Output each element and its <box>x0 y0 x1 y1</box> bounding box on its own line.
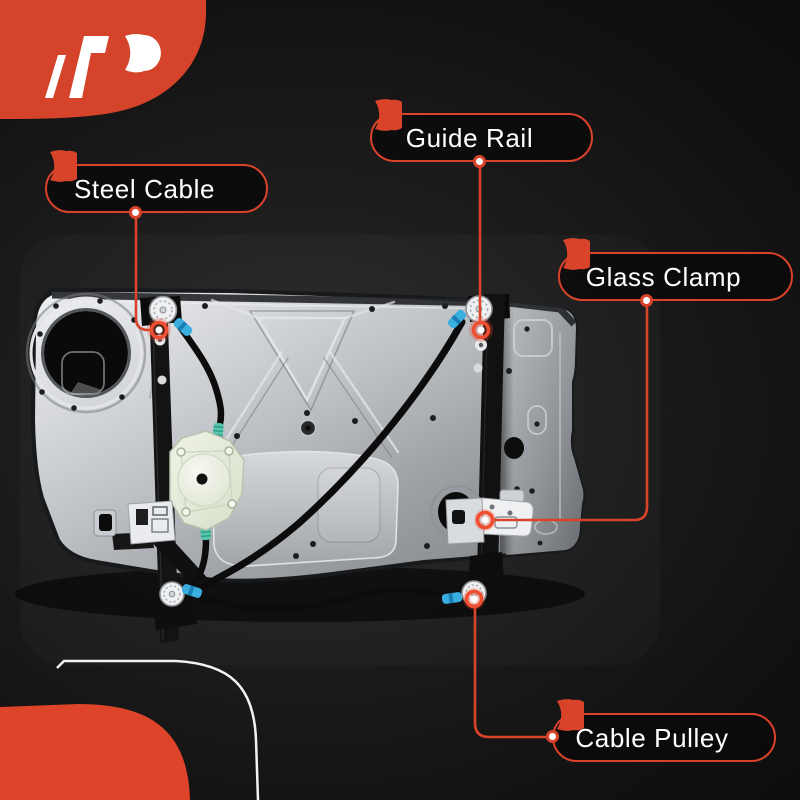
leader-steel-cable <box>134 213 152 332</box>
logo-monogram <box>45 34 161 98</box>
connector-dot-cable-pulley <box>546 730 559 743</box>
steel-cable-bottom <box>192 585 452 612</box>
leader-cable-pulley <box>473 606 552 739</box>
connector-dot-steel-cable <box>129 206 142 219</box>
cable-fitting-top-right <box>447 309 467 329</box>
callout-tab-icon <box>557 699 584 731</box>
callout-guide-rail: Guide Rail <box>370 99 593 162</box>
connector-dot-glass-clamp <box>640 294 653 307</box>
decor-white-curve <box>56 659 260 800</box>
decor-red-blob <box>0 704 190 800</box>
callout-tab-icon <box>50 150 77 182</box>
callout-label: Steel Cable <box>73 173 216 204</box>
callout-label: Cable Pulley <box>575 722 729 753</box>
leader-glass-clamp <box>492 301 649 522</box>
panel-center-bolt <box>299 419 317 437</box>
steel-cable-left-upper <box>174 320 225 428</box>
cable-pulley-bottom-left <box>159 581 185 607</box>
callout-glass-clamp: Glass Clamp <box>558 238 793 301</box>
window-regulator-assembly <box>25 287 586 643</box>
callout-label: Glass Clamp <box>585 261 742 292</box>
ap-logo <box>0 0 206 119</box>
corner-decor <box>0 659 260 800</box>
callout-cable-pulley: Cable Pulley <box>552 699 776 762</box>
cable-fitting-top-left <box>173 318 193 336</box>
target-cable-pulley <box>463 588 485 610</box>
callout-steel-cable: Steel Cable <box>45 150 268 213</box>
target-steel-cable <box>147 318 171 342</box>
cable-drum-plate <box>169 430 245 531</box>
callout-leader-lines <box>134 162 649 739</box>
glass-clamp-right <box>429 484 534 545</box>
steel-cable-diagonal <box>192 318 466 594</box>
target-guide-rail <box>469 318 493 342</box>
callout-tab-icon <box>563 238 590 270</box>
panel-left-emboss <box>61 351 105 395</box>
connector-dot-guide-rail <box>473 155 486 168</box>
callout-tab-icon <box>375 99 402 131</box>
callout-label: Guide Rail <box>405 122 534 153</box>
speaker-hole <box>25 292 147 414</box>
glass-clamp-left <box>93 500 176 550</box>
cable-fitting-bottom-left <box>181 584 203 598</box>
logo-background <box>0 0 206 119</box>
panel-right-emboss <box>504 319 561 535</box>
cable-fitting-bottom-right <box>441 592 463 604</box>
target-glass-clamp <box>474 509 496 531</box>
callout-target-markers <box>147 318 496 610</box>
